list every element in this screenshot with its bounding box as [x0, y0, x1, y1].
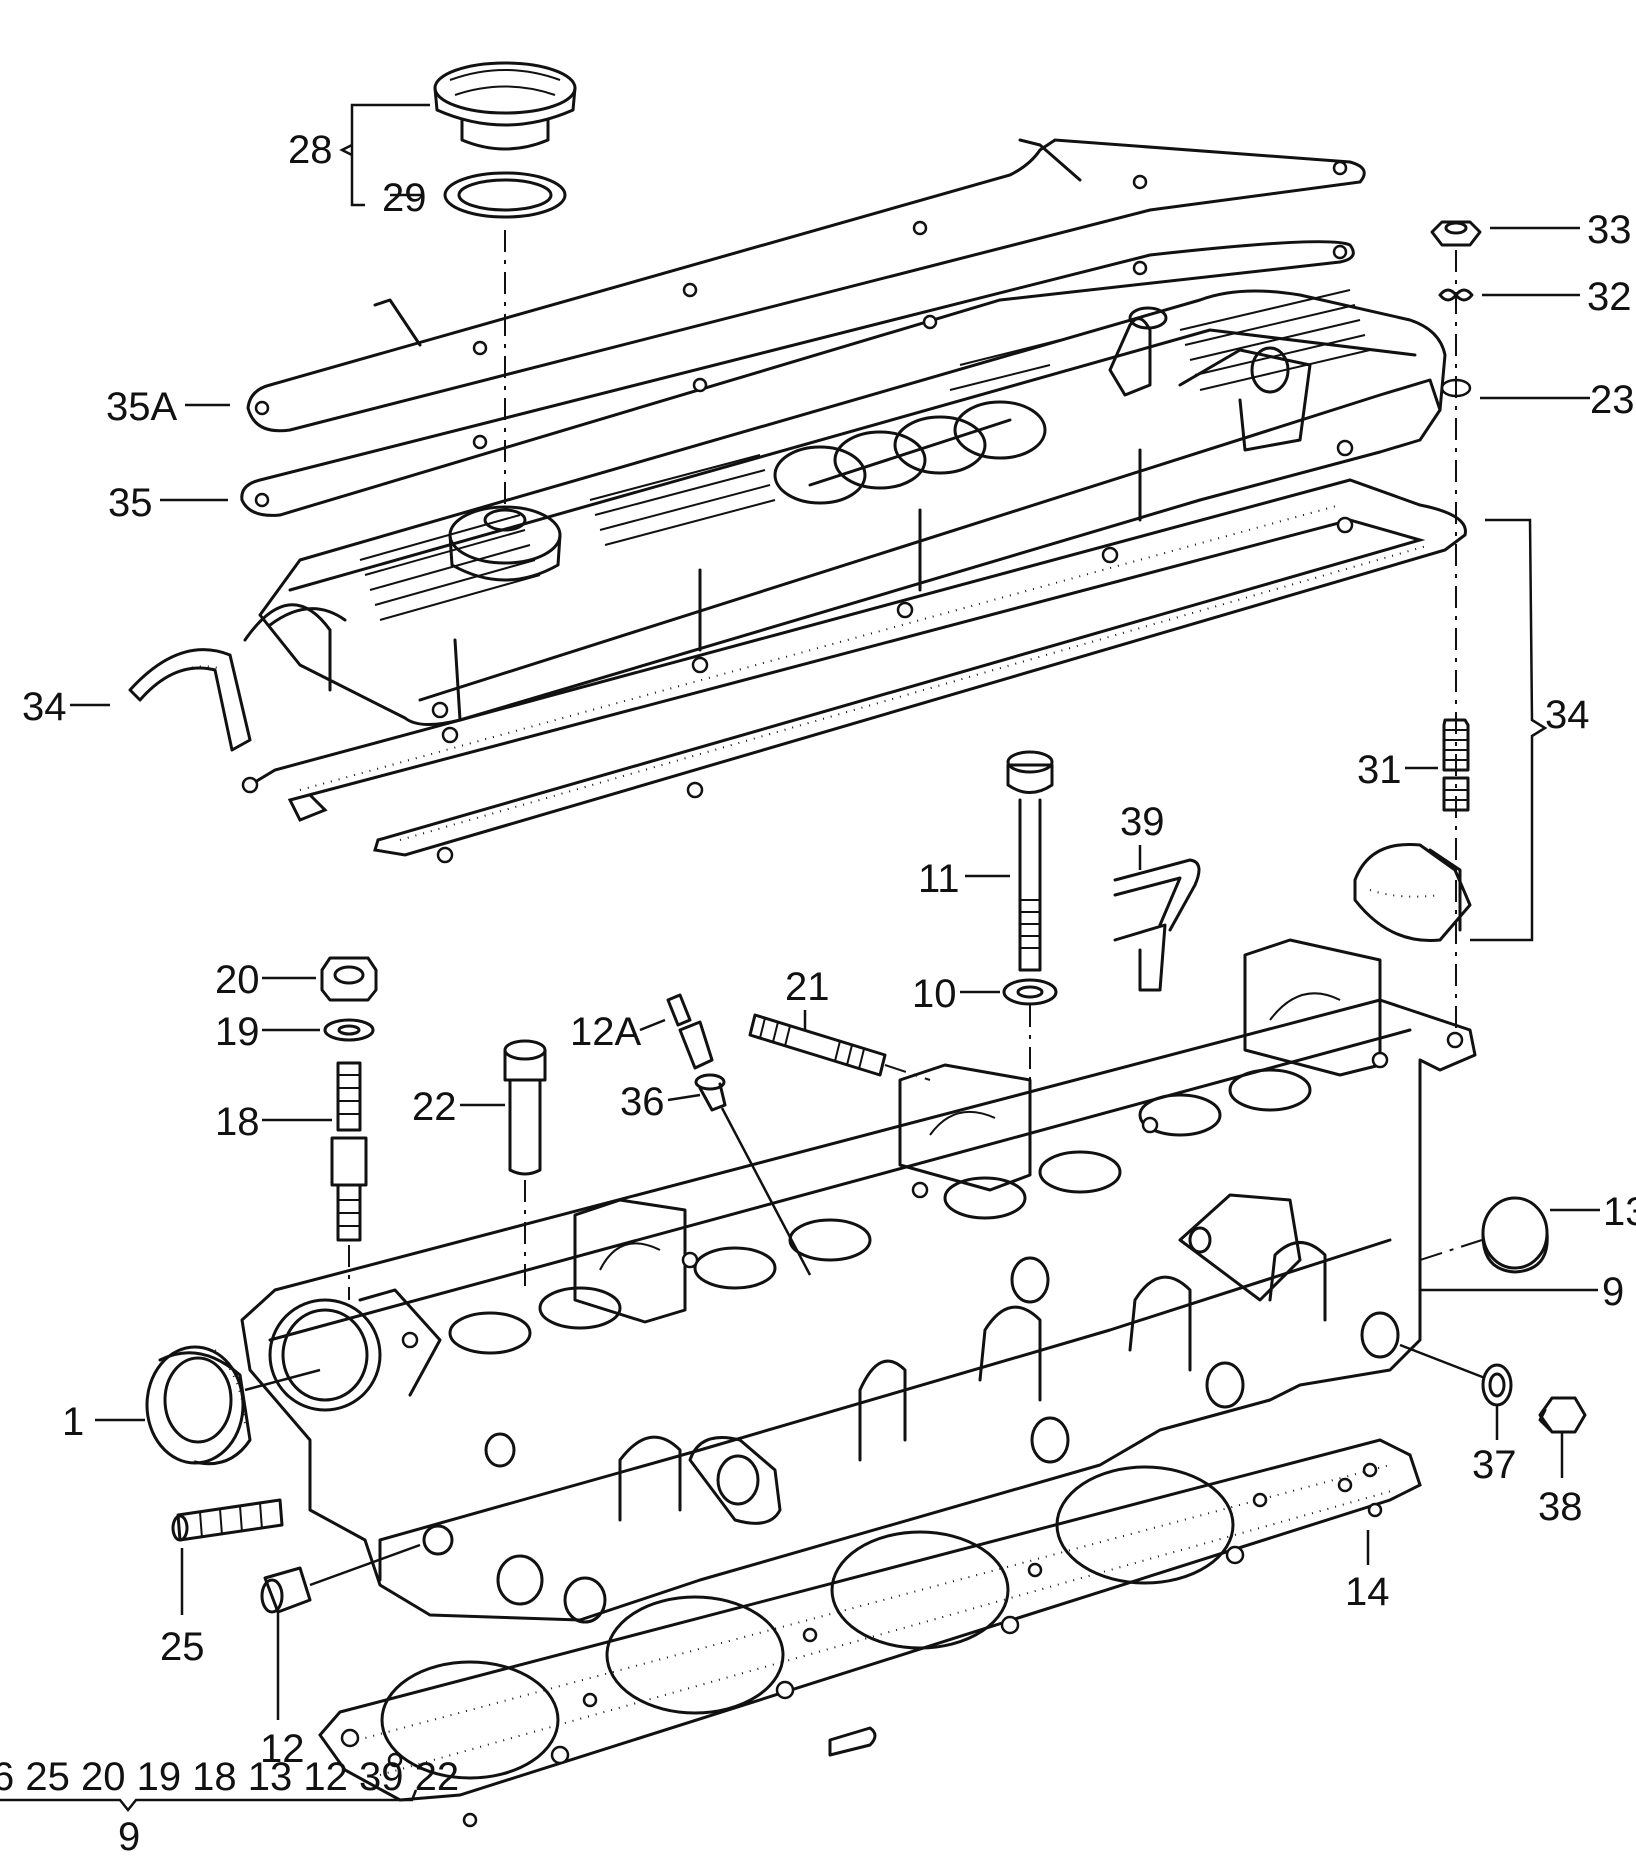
washer-19	[323, 1018, 375, 1042]
label-9: 9	[1602, 1270, 1624, 1314]
cylinder-head	[240, 938, 1477, 1624]
label-38: 38	[1538, 1485, 1583, 1529]
label-22: 22	[412, 1085, 457, 1129]
kit-items-label: 6 25 20 19 18 13 12 39 22	[0, 1755, 459, 1799]
label-31: 31	[1357, 748, 1402, 792]
plug-12-to-head-line	[309, 1543, 421, 1587]
label-11: 11	[918, 857, 960, 901]
breather-pipe-39	[1113, 858, 1201, 992]
label-19: 19	[215, 1010, 260, 1054]
washer-32	[1438, 288, 1474, 302]
plug-36-leader-to-head	[720, 1107, 812, 1276]
half-moon-seal-right	[1353, 842, 1472, 942]
head-bolt-11	[1006, 750, 1054, 972]
plug-13-axis-line	[1419, 1239, 1483, 1261]
cap-seal-ring	[443, 171, 567, 219]
seal-ring-37	[1481, 1363, 1513, 1407]
cover-nut-33	[1430, 220, 1482, 247]
part-labels: 28 29 35A 35 34 33 32 23 34 31 39 11 21 …	[0, 128, 1636, 1857]
drain-plug-38	[1538, 1396, 1587, 1434]
bracket-34-right	[1470, 518, 1548, 942]
label-23: 23	[1590, 378, 1635, 422]
label-12A: 12A	[570, 1010, 641, 1054]
plug-12	[260, 1566, 312, 1614]
label-21: 21	[785, 965, 830, 1009]
stud-25	[171, 1498, 284, 1542]
valve-cover	[243, 289, 1447, 726]
ring-37-to-head-line	[1399, 1343, 1486, 1380]
label-14: 14	[1345, 1570, 1390, 1614]
washer-10	[1002, 978, 1058, 1006]
head-gasket-14	[318, 1438, 1422, 1828]
stud-21	[748, 1013, 931, 1081]
label-39: 39	[1120, 800, 1165, 844]
seal-1-to-head-line	[244, 1368, 321, 1392]
nut-20	[320, 956, 378, 1002]
plug-36	[694, 1073, 727, 1112]
label-18: 18	[215, 1100, 260, 1144]
stud-18	[330, 1061, 368, 1242]
label-34-right: 34	[1545, 693, 1590, 737]
cover-stud-31	[1442, 718, 1470, 812]
kit-number-label: 9	[118, 1815, 140, 1857]
cam-oil-seal-1	[145, 1345, 252, 1466]
cover-gasket-35	[240, 240, 1355, 517]
label-25: 25	[160, 1625, 205, 1669]
label-10: 10	[912, 972, 957, 1016]
four-rings-logo	[773, 400, 1047, 505]
label-1: 1	[62, 1400, 84, 1444]
label-13: 13	[1603, 1190, 1636, 1234]
oil-filler-cap	[433, 61, 577, 151]
lower-cover-gasket	[241, 478, 1467, 864]
valve-guide-22	[503, 1039, 547, 1176]
label-28: 28	[288, 128, 333, 172]
kit-bracket	[0, 1789, 418, 1813]
leader-lines	[70, 226, 1600, 1720]
cover-gasket-35A	[246, 138, 1366, 433]
label-33: 33	[1587, 208, 1632, 252]
label-32: 32	[1587, 275, 1632, 319]
label-12: 12	[260, 1727, 305, 1771]
label-37: 37	[1472, 1443, 1517, 1487]
bracket-28	[339, 103, 430, 207]
label-20: 20	[215, 958, 260, 1002]
label-34-left: 34	[22, 685, 67, 729]
sender-12A	[666, 993, 714, 1070]
cover-plug-13	[1481, 1196, 1549, 1274]
label-35A: 35A	[106, 385, 177, 429]
label-35: 35	[108, 481, 153, 525]
half-moon-seal-left	[128, 648, 252, 752]
label-36: 36	[620, 1080, 665, 1124]
label-29: 29	[382, 176, 427, 220]
